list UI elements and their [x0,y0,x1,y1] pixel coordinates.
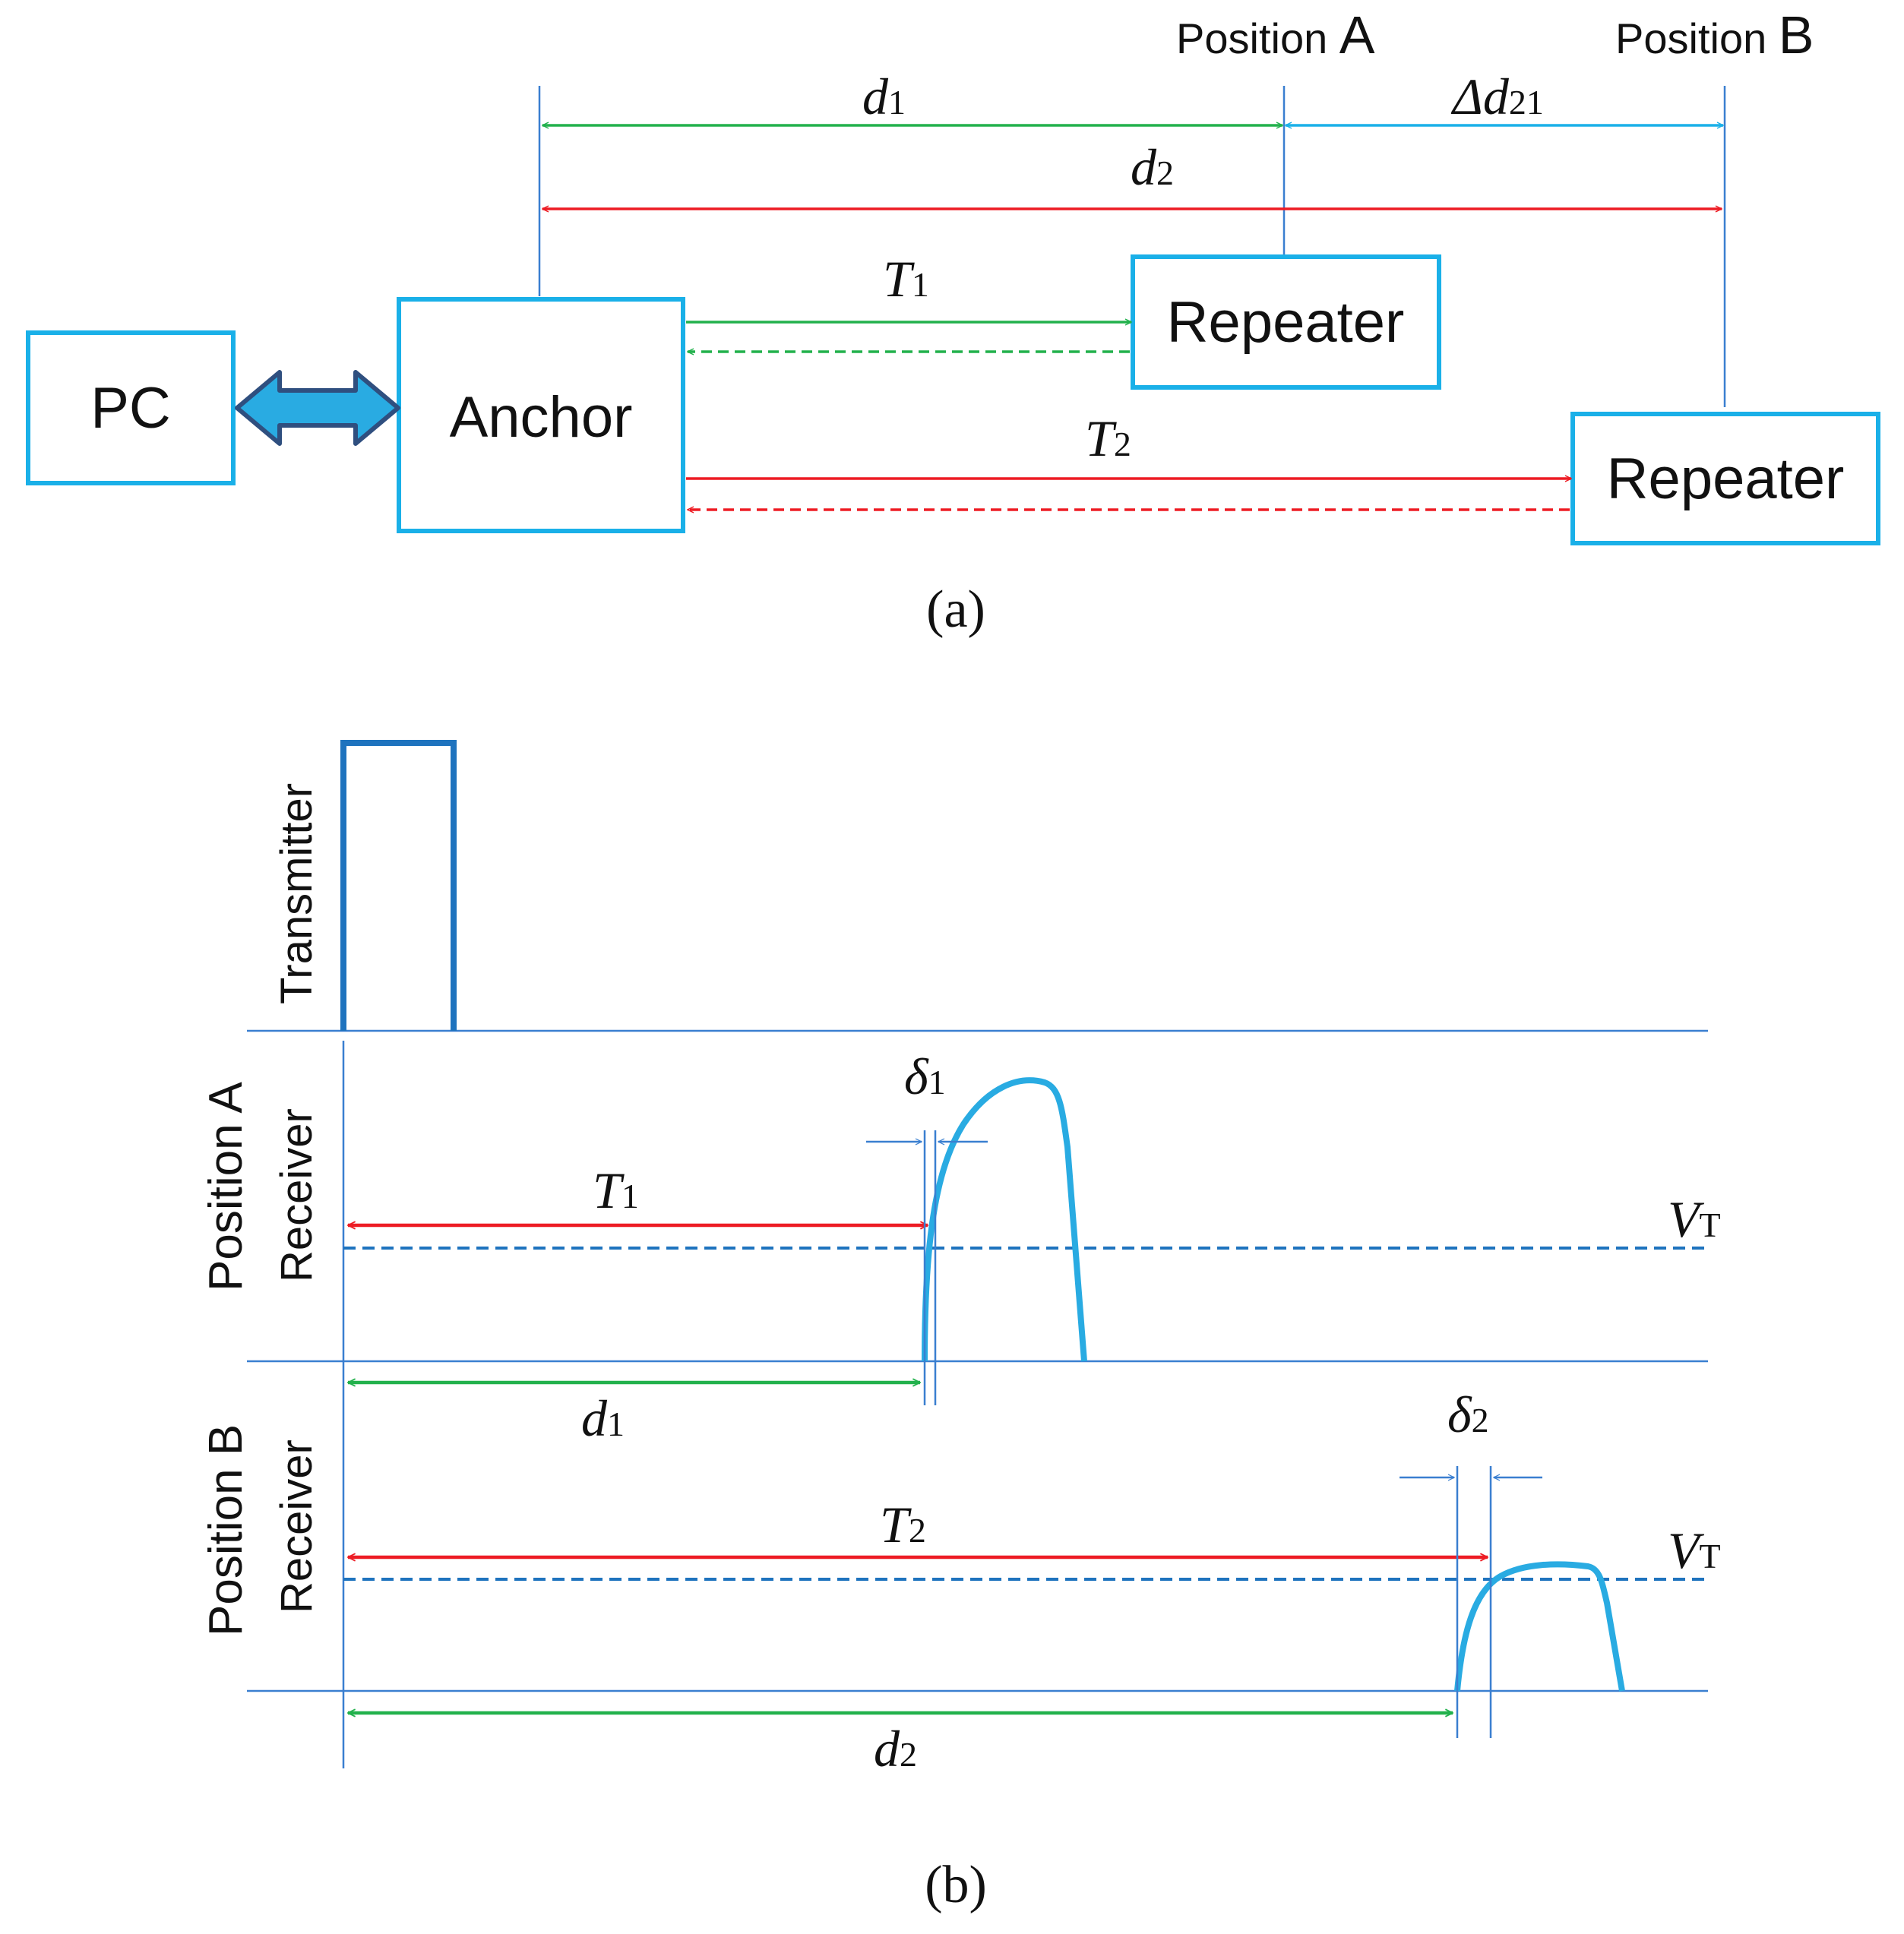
t2-label: T2 [1085,409,1131,467]
caption-b: (b) [925,1856,987,1914]
position-b-label: Position B [1615,5,1814,65]
delta-d21-label: Δd21 [1450,68,1544,125]
position-a-label: Position A [1176,5,1375,65]
vt-label-b: VT [1668,1522,1721,1579]
transmit-pulse [340,740,457,1031]
pc-box [26,330,236,485]
caption-a: (a) [926,580,985,639]
transmitter-row-label: Transmitter [272,783,321,1004]
delta2-label: δ2 [1447,1386,1489,1443]
repeater-a-label: Repeater [1167,290,1405,355]
vt-label-a: VT [1668,1190,1721,1248]
d1-label-b: d1 [581,1389,625,1447]
anchor-box [397,297,685,533]
t2-label-b: T2 [880,1496,926,1553]
panel-b: Transmitter Receiver Position A Receiver… [200,740,1721,1914]
repeater-b-box [1570,412,1880,545]
pc-label: PC [90,376,171,441]
delta1-label: δ1 [904,1048,946,1105]
d2-label: d2 [1131,138,1174,196]
t1-label: T1 [883,250,929,308]
pc-anchor-link-arrow [235,370,400,446]
position-a-row-label: Position A [200,1082,252,1291]
receiver-b-row-label: Receiver [272,1439,321,1613]
t1-label-b: T1 [593,1161,639,1219]
d1-label: d1 [862,68,906,125]
received-signal-b [1454,1561,1625,1692]
panel-a: Position A Position B d1 Δd21 d2 PC Anch… [26,5,1880,639]
receiver-a-row-label: Receiver [272,1108,321,1282]
anchor-label: Anchor [450,385,633,450]
received-signal-a [922,1077,1087,1362]
repeater-b-label: Repeater [1607,447,1845,511]
position-b-row-label: Position B [200,1424,252,1636]
repeater-a-box [1131,254,1441,390]
d2-label-b: d2 [874,1720,917,1778]
